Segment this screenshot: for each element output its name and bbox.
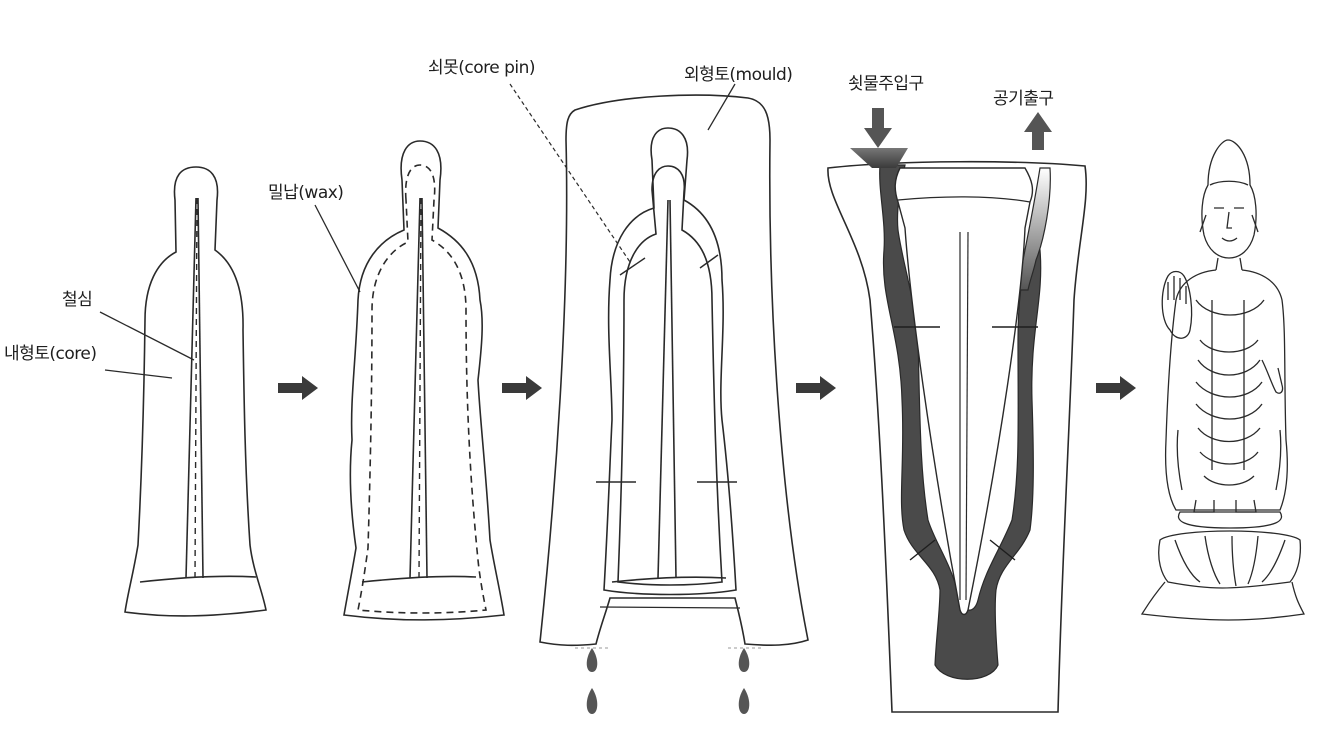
label-iron-core: 철심 [62, 290, 93, 310]
core-pin-right [699, 254, 719, 269]
leader-core [104, 369, 173, 379]
core-pin-left [619, 257, 646, 276]
wax-drop-icon [586, 688, 598, 714]
stage-1-core [99, 166, 267, 617]
up-arrow-icon [1024, 112, 1052, 150]
right-arrow-icon [1096, 376, 1136, 400]
label-wax: 밀납(wax) [268, 183, 344, 203]
stage-4-pouring [827, 108, 1087, 713]
right-arrow-icon [278, 376, 318, 400]
wax-drop-icon [738, 648, 750, 672]
leader-iron-core [99, 311, 195, 361]
core-base-line [139, 575, 257, 583]
iron-rod-right [197, 197, 204, 579]
label-pouring-gate: 쇳물주입구 [848, 74, 924, 94]
mould-outer-outline [539, 94, 809, 647]
wax-drops [586, 648, 750, 714]
iron-rod-left [185, 197, 197, 579]
molten-metal [879, 164, 1042, 680]
leader-wax [314, 204, 361, 293]
wax-drop-icon [738, 688, 750, 714]
statue-lotus-pedestal [1177, 511, 1283, 529]
iron-rod-center [194, 197, 198, 579]
label-core: 내형토(core) [4, 344, 97, 364]
wax-base-line [361, 575, 477, 583]
air-vent-channel [1017, 167, 1051, 291]
statue-raised-hand [1161, 270, 1193, 339]
leader-core-pin [509, 83, 631, 263]
stage-2-wax [314, 140, 505, 621]
mould-cavity-outline [603, 127, 737, 596]
statue-head [1201, 139, 1257, 259]
wax-inner-dashed [357, 164, 487, 614]
label-air-vent: 공기출구 [993, 89, 1054, 109]
wax-drop-icon [586, 648, 598, 672]
stage-3-mould [509, 83, 809, 647]
right-arrow-icon [502, 376, 542, 400]
mould-outer-outline [827, 160, 1087, 713]
core-outline [894, 167, 1034, 616]
core-outline [124, 166, 267, 617]
stage-5-finished-statue [1140, 139, 1305, 621]
pouring-funnel [850, 148, 908, 168]
label-mould: 외형토(mould) [684, 65, 793, 85]
leader-mould [707, 83, 736, 131]
wax-outer-outline [343, 140, 505, 621]
right-arrow-icon [796, 376, 836, 400]
label-core-pin: 쇠못(core pin) [428, 58, 536, 78]
down-arrow-icon [864, 108, 892, 148]
mould-core-outline [617, 165, 723, 586]
statue-body [1164, 269, 1288, 511]
statue-lowered-hand [1261, 359, 1284, 394]
